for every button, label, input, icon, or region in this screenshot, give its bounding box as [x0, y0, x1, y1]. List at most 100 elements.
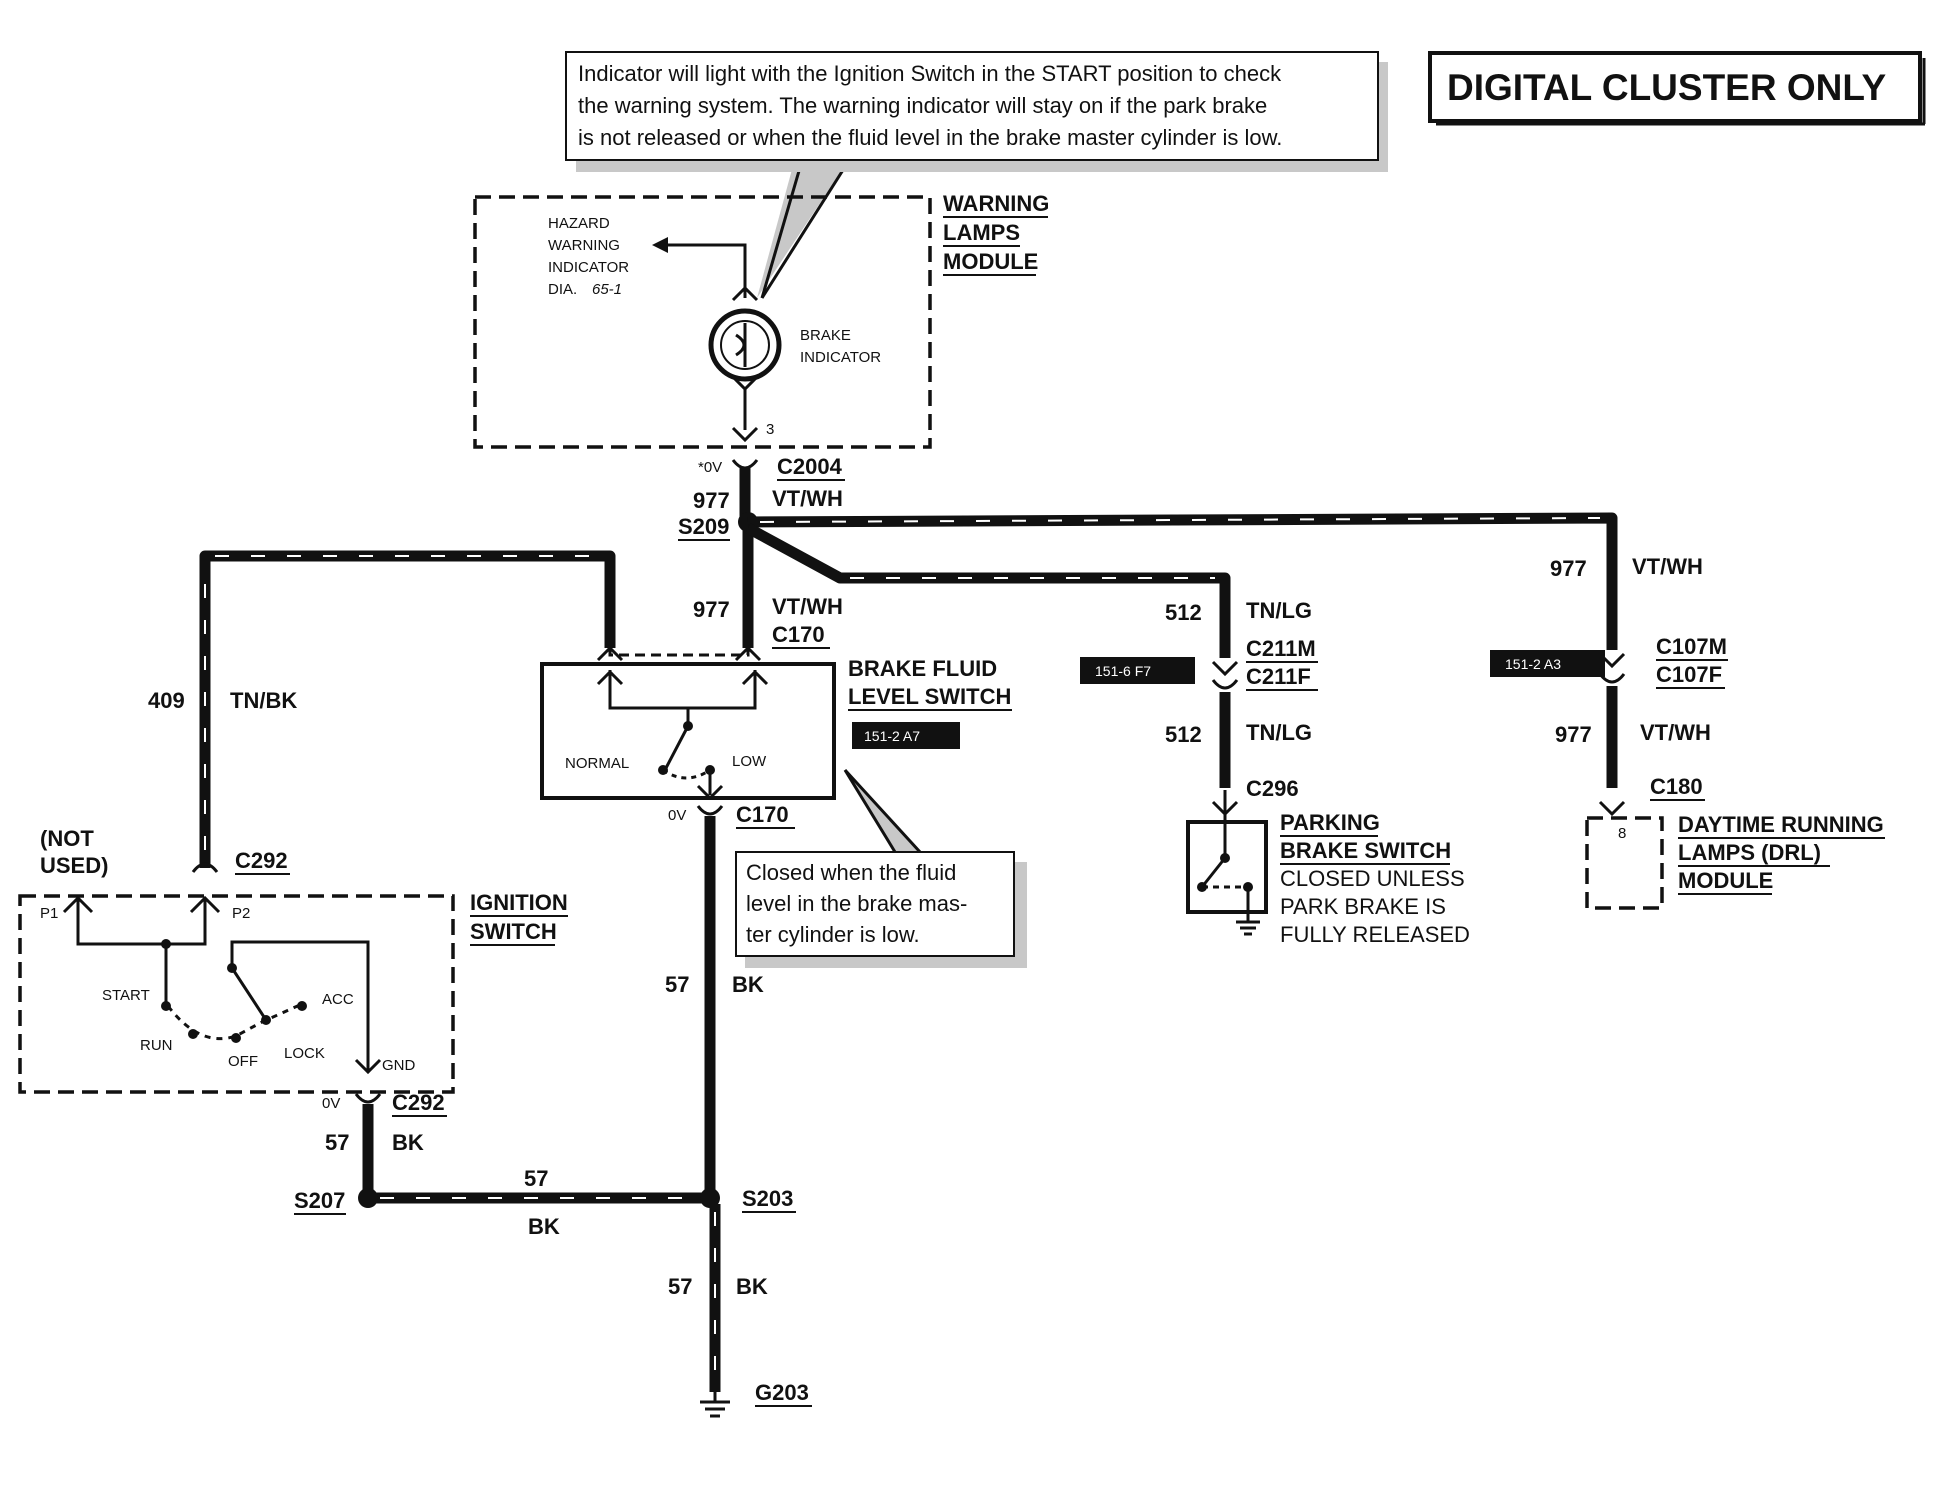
indicator-note-line-1: Indicator will light with the Ignition S… [578, 61, 1282, 86]
warning-lamps-module-label-3: MODULE [943, 249, 1038, 274]
c170-bottom-label: C170 [736, 802, 789, 827]
c107f-label: C107F [1656, 662, 1722, 687]
g203-label: G203 [755, 1380, 809, 1405]
c2004-connector: *0V C2004 [698, 454, 845, 481]
acc-position-label: ACC [322, 991, 354, 1008]
drl-module-label-1: DAYTIME RUNNING [1678, 812, 1884, 837]
hazard-ref-line-2: WARNING [548, 237, 620, 254]
c292-top-label: C292 [235, 848, 288, 873]
svg-text:Indicator will light with the: Indicator will light with the Ignition S… [578, 61, 1287, 150]
c211-ref-text: 151-6 F7 [1095, 663, 1151, 679]
c211m-label: C211M [1246, 636, 1316, 661]
svg-text:BRAKE INDICATOR: BRAKE INDICATOR [800, 327, 881, 366]
indicator-note-line-2: the warning system. The warning indicato… [578, 93, 1267, 118]
gnd-label: GND [382, 1057, 416, 1074]
run-position-label: RUN [140, 1037, 173, 1054]
fluid-note-line-2: level in the brake mas- [746, 891, 967, 916]
wire-57-c-number: 57 [524, 1166, 548, 1191]
parking-brake-label-2: BRAKE SWITCH [1280, 838, 1451, 863]
c2004-label: C2004 [777, 454, 843, 479]
start-position-label: START [102, 987, 150, 1004]
wire-977-a-color: VT/WH [772, 486, 843, 511]
off-position-label: OFF [228, 1053, 258, 1070]
wire-409-color: TN/BK [230, 688, 297, 713]
brake-fluid-label-2: LEVEL SWITCH [848, 684, 1011, 709]
drl-module: 8 DAYTIME RUNNING LAMPS (DRL) MODULE [1585, 800, 1885, 910]
wire-977-c-color: VT/WH [1632, 554, 1703, 579]
wire-57-b-number: 57 [325, 1130, 349, 1155]
g203-ground-icon [700, 1392, 730, 1418]
parking-brake-switch: PARKING BRAKE SWITCH CLOSED UNLESS PARK … [1186, 790, 1471, 947]
c211f-label: C211F [1246, 664, 1311, 689]
fluid-note-line-1: Closed when the fluid [746, 860, 956, 885]
brake-indicator-label-1: BRAKE [800, 327, 851, 344]
brake-fluid-label-1: BRAKE FLUID [848, 656, 997, 681]
parking-note-line-3: FULLY RELEASED [1280, 922, 1470, 947]
hazard-connection-line [665, 243, 747, 298]
drl-module-label-3: MODULE [1678, 868, 1773, 893]
hazard-arrow-icon [652, 237, 668, 253]
wire-977-b-number: 977 [693, 597, 730, 622]
c180-label: C180 [1650, 774, 1703, 799]
indicator-note-line-3: is not released or when the fluid level … [578, 125, 1282, 150]
parking-note-line-1: CLOSED UNLESS [1280, 866, 1465, 891]
svg-text:(NOT USED): (NOT USED) [40, 826, 108, 878]
pin-8-label: 8 [1618, 825, 1626, 842]
s207-label: S207 [294, 1188, 345, 1213]
not-used-label-1: (NOT [40, 826, 94, 851]
wire-512-a-number: 512 [1165, 600, 1202, 625]
c2004-voltage: *0V [698, 459, 722, 476]
p1-label: P1 [40, 905, 58, 922]
s203-label: S203 [742, 1186, 793, 1211]
wire-57-c-color: BK [528, 1214, 560, 1239]
wire-512-a-color: TN/LG [1246, 598, 1312, 623]
hazard-ref-line-1: HAZARD [548, 215, 610, 232]
c211-connector: 151-6 F7 C211M C211F [1080, 636, 1318, 691]
svg-text:CLOSED UNLESS PARK BRAKE: CLOSED UNLESS PARK BRAKE IS FULLY RELEAS… [1280, 866, 1471, 947]
lock-position-label: LOCK [284, 1045, 325, 1062]
hazard-ref-line-3: INDICATOR [548, 259, 629, 276]
warning-lamps-module: WARNING LAMPS MODULE HAZARD WARNING INDI… [473, 191, 1049, 449]
c107-connector: 151-2 A3 C107M C107F [1490, 634, 1728, 689]
c170-top-label: C170 [772, 622, 825, 647]
s207-splice [358, 1188, 378, 1208]
p2-label: P2 [232, 905, 250, 922]
c107-ref-text: 151-2 A3 [1505, 656, 1561, 672]
wire-57-b-color: BK [392, 1130, 424, 1155]
indicator-note-callout: Indicator will light with the Ignition S… [565, 51, 1388, 299]
parking-brake-label-1: PARKING [1280, 810, 1380, 835]
wire-57-d-color: BK [736, 1274, 768, 1299]
wire-512-b-color: TN/LG [1246, 720, 1312, 745]
s203-splice [700, 1188, 720, 1208]
fluid-ref-text: 151-2 A7 [864, 728, 920, 744]
warning-lamps-module-label-2: LAMPS [943, 220, 1020, 245]
brake-indicator-label-2: INDICATOR [800, 349, 881, 366]
c296-label: C296 [1246, 776, 1299, 801]
wire-57-a-color: BK [732, 972, 764, 997]
hazard-ref-line-4: DIA. [548, 281, 577, 298]
s209-label: S209 [678, 514, 729, 539]
wire-512-b-number: 512 [1165, 722, 1202, 747]
svg-text:HAZARD WARNING IND: HAZARD WARNING INDICATOR DIA. [548, 215, 633, 298]
pin-3-label: 3 [766, 421, 774, 438]
fluid-ref-badge [852, 722, 960, 749]
title-box: DIGITAL CLUSTER ONLY [1428, 51, 1926, 126]
wire-977-c-number: 977 [1550, 556, 1587, 581]
not-used-label-2: USED) [40, 853, 108, 878]
hazard-dia-number: 65-1 [592, 281, 622, 298]
wire-977-b-color: VT/WH [772, 594, 843, 619]
wire-977-s209-drl [747, 512, 1618, 650]
normal-position-label: NORMAL [565, 755, 629, 772]
parking-note-line-2: PARK BRAKE IS [1280, 894, 1446, 919]
wire-977-d-color: VT/WH [1640, 720, 1711, 745]
wire-977-a-number: 977 [693, 488, 730, 513]
ignition-switch: IGNITION SWITCH P1 P2 START RUN OFF LOCK… [18, 890, 568, 1094]
diagram-title: DIGITAL CLUSTER ONLY [1447, 67, 1887, 108]
wire-977-d-number: 977 [1555, 722, 1592, 747]
c107-ref-badge [1490, 650, 1605, 677]
svg-text:Closed when the fluid le: Closed when the fluid level in the brake… [746, 860, 973, 947]
wire-57-d-number: 57 [668, 1274, 692, 1299]
fluid-note-line-3: ter cylinder is low. [746, 922, 920, 947]
warning-lamps-module-label-1: WARNING [943, 191, 1049, 216]
